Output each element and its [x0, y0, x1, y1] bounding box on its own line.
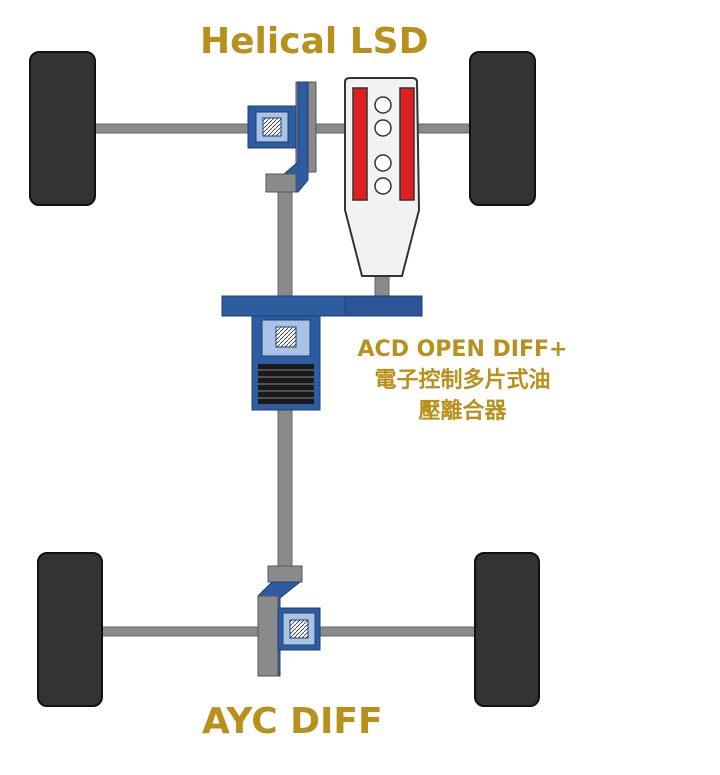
- center-diff-label-line2: 電子控制多片式油: [374, 368, 551, 393]
- clutch-pack-icon: [258, 364, 314, 404]
- center-diff-label-line3: 壓離合器: [418, 399, 507, 424]
- rear-drive-shaft: [277, 407, 293, 569]
- rear-diff-label: AYC DIFF: [202, 701, 383, 742]
- rear-right-wheel-icon: [474, 552, 540, 707]
- rear-diff-gear-icon: [282, 612, 316, 646]
- engine-output-shaft: [374, 274, 390, 298]
- front-diff-gear-icon: [255, 111, 289, 143]
- front-right-wheel-icon: [469, 51, 536, 206]
- engine-icon: [344, 77, 421, 277]
- center-diff-gear-icon: [261, 319, 311, 357]
- front-differential: [247, 81, 317, 193]
- rear-differential: [257, 565, 321, 677]
- center-differential: [221, 295, 423, 411]
- center-diff-label-line1: ACD OPEN DIFF+: [357, 337, 568, 362]
- center-diff-label: ACD OPEN DIFF+ 電子控制多片式油 壓離合器: [330, 334, 595, 427]
- front-diff-label: Helical LSD: [200, 21, 429, 62]
- front-drive-shaft: [277, 187, 293, 299]
- rear-left-wheel-icon: [37, 552, 103, 707]
- front-left-wheel-icon: [29, 51, 96, 206]
